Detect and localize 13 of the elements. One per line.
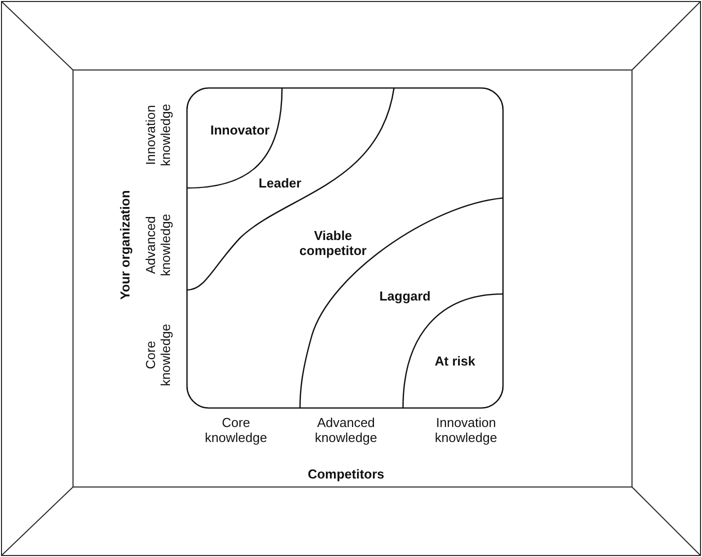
region-label: Innovator (209, 122, 271, 138)
axis-label: Innovation knowledge (143, 102, 173, 168)
axis-title: Your organization (118, 189, 132, 302)
region-label: Leader (258, 176, 302, 190)
axis-title: Competitors (306, 466, 386, 482)
axis-label: Advanced knowledge (314, 415, 378, 445)
region-label: Laggard (378, 288, 432, 304)
axis-label: Core knowledge (143, 322, 173, 388)
axis-label: Advanced knowledge (143, 212, 173, 278)
axis-label: Core knowledge (204, 415, 268, 445)
axis-label: Innovation knowledge (434, 415, 498, 445)
region-label: At risk (434, 354, 476, 368)
region-label: Viable competitor (298, 228, 368, 258)
